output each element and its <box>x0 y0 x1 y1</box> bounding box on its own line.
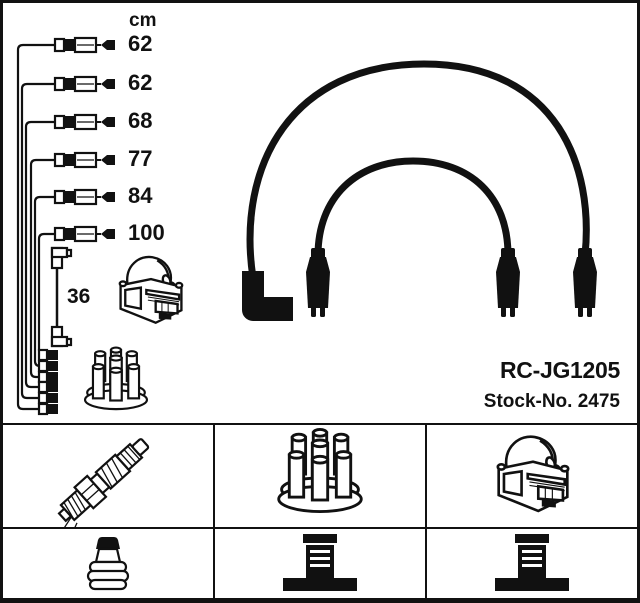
cable-terminal-row-1 <box>53 36 115 54</box>
ignition-coil-drawing <box>118 255 184 324</box>
ignition-coil-icon <box>496 435 570 513</box>
legend-cell-distributor-cap <box>215 425 425 527</box>
straight-boot <box>496 248 520 317</box>
stock-number: Stock-No. 2475 <box>483 391 620 412</box>
cable-length-1: 62 <box>128 31 153 56</box>
cable-length-4: 77 <box>128 146 153 171</box>
straight-boot <box>573 248 597 317</box>
cable-length-3: 68 <box>128 108 153 133</box>
legend-cell-distributor-terminal-2 <box>427 529 637 598</box>
plug-terminal-nut-icon <box>86 535 130 591</box>
straight-boot <box>306 248 330 317</box>
distributor-end-connectors <box>37 348 58 416</box>
legend-cell-ignition-coil <box>427 425 637 527</box>
ignition-cable-inner <box>306 157 520 317</box>
cable-terminal-row-3 <box>53 113 115 131</box>
cable-terminal-row-4 <box>53 151 115 169</box>
legend-cell-plug-terminal <box>3 529 213 598</box>
kit-diagram-art <box>16 36 597 416</box>
kit-diagram-panel: cm 62 62 68 77 84 100 36 RC-JG1205 Stock… <box>3 3 637 425</box>
cable-length-5: 84 <box>128 183 153 208</box>
cable-length-2: 62 <box>128 70 153 95</box>
legend-cell-spark-plug <box>3 425 213 527</box>
component-legend-grid <box>3 425 637 598</box>
distributor-cap-icon <box>277 428 363 513</box>
distributor-terminal-icon <box>495 534 569 591</box>
cable-terminal-row-5 <box>53 188 115 206</box>
coil-cable-length: 36 <box>67 285 91 308</box>
ignition-cable-outer <box>242 60 597 321</box>
cable-terminal-row-2 <box>53 75 115 93</box>
cable-terminal-row-6 <box>53 225 115 243</box>
legend-cell-distributor-terminal-1 <box>215 529 425 598</box>
distributor-cap-drawing <box>83 346 149 411</box>
elbow-boot <box>242 271 293 321</box>
part-number: RC-JG1205 <box>499 357 620 383</box>
distributor-terminal-icon <box>283 534 357 591</box>
coil-cable <box>50 246 73 348</box>
spark-plug-icon <box>57 438 150 527</box>
harness-wires <box>16 43 56 411</box>
unit-label: cm <box>129 10 157 31</box>
cable-length-6: 100 <box>128 220 165 245</box>
